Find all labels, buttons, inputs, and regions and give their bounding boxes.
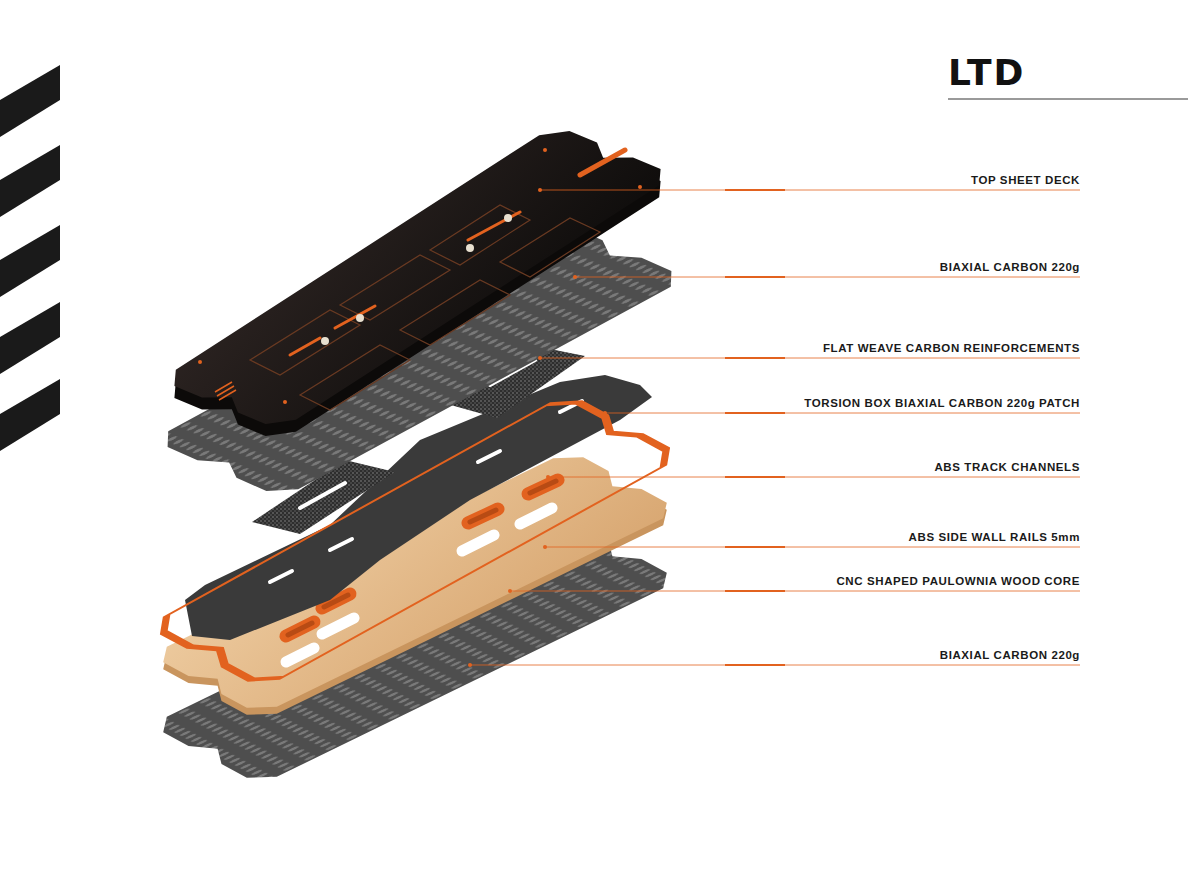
deck-inserts (198, 148, 642, 404)
part-label: BIAXIAL CARBON 220g (940, 648, 1080, 662)
title-rule (948, 98, 1188, 100)
part-label: FLAT WEAVE CARBON REINFORCEMENTS (823, 341, 1080, 355)
tail-logo (215, 382, 236, 400)
part-label: ABS SIDE WALL RAILS 5mm (909, 530, 1080, 544)
leader-lines (468, 188, 1080, 667)
decor-stripes (0, 65, 60, 451)
part-label: ABS TRACK CHANNELS (934, 460, 1080, 474)
top-sheet-deck (160, 125, 675, 430)
deck-graphics (250, 205, 600, 410)
part-label: CNC SHAPED PAULOWNIA WOOD CORE (836, 574, 1080, 588)
diagram-title: LTD (948, 52, 1025, 93)
part-label: TORSION BOX BIAXIAL CARBON 220g PATCH (804, 396, 1080, 410)
part-label: TOP SHEET DECK (971, 173, 1080, 187)
part-label: BIAXIAL CARBON 220g (940, 260, 1080, 274)
